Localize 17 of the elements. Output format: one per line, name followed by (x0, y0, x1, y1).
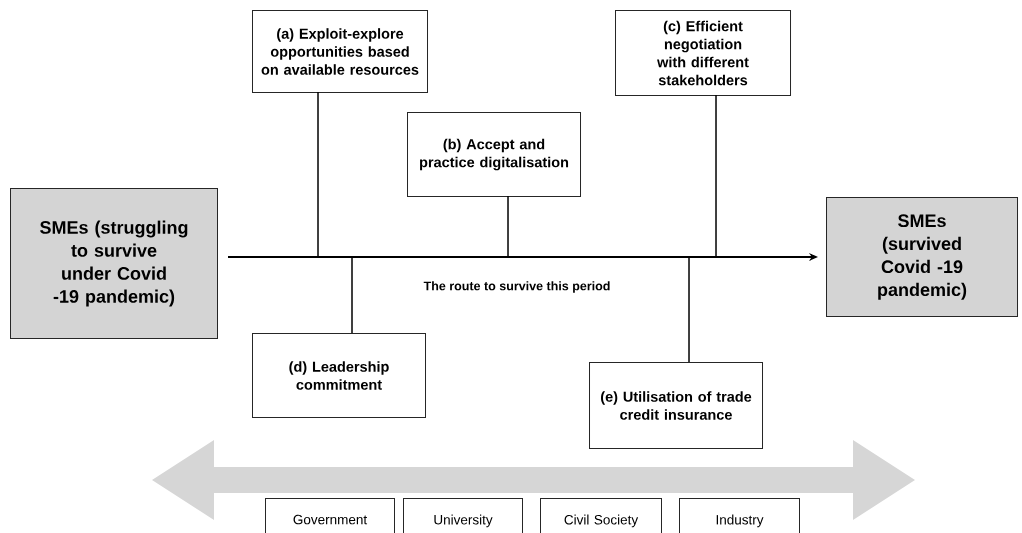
strategy-box: (e) Utilisation of trade credit insurance (589, 362, 763, 449)
connector-line (688, 256, 690, 363)
stakeholder-box: Industry (679, 498, 800, 533)
connector-line (317, 91, 319, 258)
stakeholder-box: Civil Society (540, 498, 662, 533)
strategy-box: (b) Accept and practice digitalisation (407, 112, 581, 197)
connector-line (715, 94, 717, 258)
strategy-box: (d) Leadership commitment (252, 333, 426, 418)
strategy-box: (c) Efficient negotiation with different stakeholders (615, 10, 791, 96)
connector-line (351, 256, 353, 334)
stakeholder-box: Government (265, 498, 395, 533)
connector-line (507, 195, 509, 258)
start-box: SMEs (struggling to survive under Covid -19 pandemic) (10, 188, 218, 339)
stakeholder-box: University (403, 498, 523, 533)
end-box: SMEs (survived Covid -19 pandemic) (826, 197, 1018, 317)
strategy-box: (a) Exploit-explore opportunities based on available resources (252, 10, 428, 93)
edge-label: The route to survive this period (421, 279, 613, 295)
